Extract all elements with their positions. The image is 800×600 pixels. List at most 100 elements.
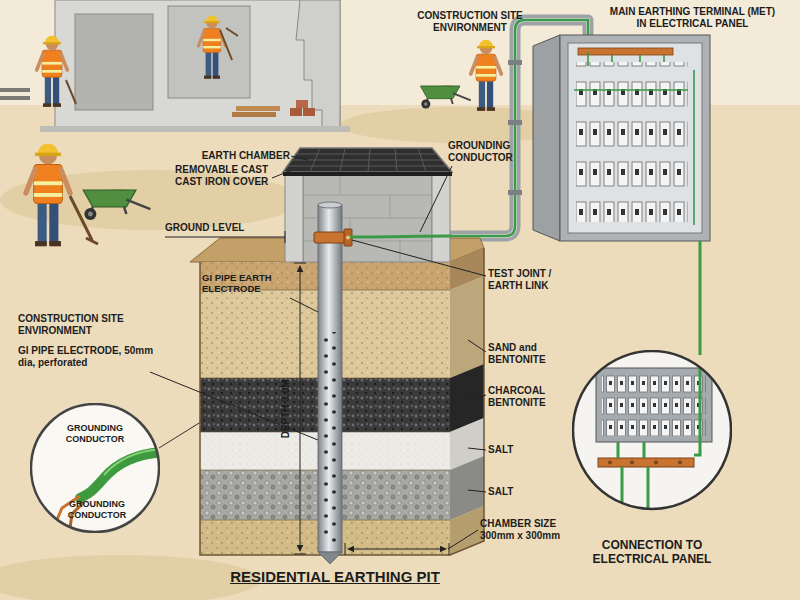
part-name: GROUNDING CONDUCTOR bbox=[448, 140, 543, 164]
site-workers-part bbox=[26, 144, 70, 247]
building bbox=[0, 0, 350, 132]
part-name: TEST JOINT / EARTH LINK bbox=[488, 268, 583, 292]
left-inset-art-part bbox=[159, 420, 204, 448]
site-workers-part bbox=[83, 189, 150, 220]
leader-lines-part bbox=[352, 240, 486, 276]
part-name: REMOVABLE CAST CAST IRON COVER bbox=[175, 164, 290, 188]
left-inset-art bbox=[30, 403, 204, 533]
building-part bbox=[303, 108, 315, 116]
dimension-lines-part bbox=[300, 266, 301, 551]
site-workers-part bbox=[37, 36, 68, 107]
cast-iron-cover-part bbox=[287, 148, 447, 172]
site-background-part bbox=[0, 555, 260, 600]
gi-pipe-electrode bbox=[318, 202, 342, 564]
inset-outline-circle bbox=[31, 404, 159, 532]
building-part bbox=[40, 126, 350, 132]
inset-label: GROUNDING CONDUCTOR bbox=[55, 423, 135, 444]
inset-circle: CONNECTION TO ELECTRICAL PANEL bbox=[572, 350, 732, 580]
leader-lines-part bbox=[468, 340, 486, 352]
part-name: EARTH CHAMBER bbox=[190, 150, 290, 162]
electrical-panel-part bbox=[574, 52, 694, 225]
site-note: CONSTRUCTION SITE ENVIRONMENT bbox=[405, 10, 535, 34]
leader-lines-part bbox=[290, 298, 318, 312]
building-part bbox=[236, 106, 280, 111]
layer-label: SAND and BENTONITE bbox=[488, 342, 573, 366]
building-part bbox=[290, 108, 302, 116]
dimension-label: DEPTH 3.0M bbox=[280, 374, 292, 444]
conduit-and-conductor-part bbox=[508, 190, 522, 195]
gi-pipe-electrode-part bbox=[320, 332, 340, 546]
terminal-label: MAIN EARTHING TERMINAL (MET) IN ELECTRIC… bbox=[605, 6, 780, 30]
earthing-pit-section-part bbox=[450, 276, 484, 378]
electrical-panel-part bbox=[560, 35, 710, 241]
earth-chamber-part bbox=[285, 172, 303, 262]
conduit-and-conductor-part bbox=[508, 60, 522, 65]
dimension-lines-part bbox=[348, 549, 446, 550]
building-part bbox=[232, 112, 276, 117]
inset-circle: GROUNDING CONDUCTOR GROUNDING CONDUCTOR bbox=[30, 403, 160, 533]
left-inset-art-part-part bbox=[104, 449, 170, 475]
left-inset-art-part bbox=[56, 449, 170, 528]
electrical-panel-part bbox=[568, 43, 702, 233]
building-part bbox=[168, 6, 250, 98]
right-inset-art-part-part bbox=[630, 461, 634, 465]
electrical-panel-part bbox=[576, 62, 688, 222]
site-workers bbox=[26, 16, 501, 247]
cast-iron-cover-part bbox=[283, 172, 452, 176]
right-inset-art-part bbox=[573, 351, 731, 509]
site-workers-part bbox=[220, 28, 238, 60]
right-inset-art-part-part bbox=[608, 461, 612, 465]
right-inset-art-part-part bbox=[678, 461, 682, 465]
cast-iron-cover-part bbox=[283, 148, 452, 172]
site-workers-part bbox=[66, 80, 76, 104]
leader-lines bbox=[150, 156, 486, 549]
building-part bbox=[75, 14, 153, 110]
earth-chamber-part bbox=[432, 172, 450, 262]
gi-pipe-electrode-part bbox=[318, 552, 342, 564]
right-inset-art bbox=[573, 350, 731, 520]
inset-label: GROUNDING CONDUCTOR bbox=[57, 499, 137, 520]
test-joint-part bbox=[350, 236, 452, 237]
part-name: GI PIPE ELECTRODE, 50mm dia, perforated bbox=[18, 345, 156, 369]
layer-label: SALT bbox=[488, 486, 548, 498]
test-joint-part bbox=[314, 232, 346, 243]
site-note: CONSTRUCTION SITE ENVIRONMENT bbox=[18, 313, 168, 337]
site-workers-part bbox=[420, 85, 470, 108]
right-inset-art-part-part bbox=[618, 350, 700, 520]
site-workers-part bbox=[471, 40, 502, 111]
dimension-label: CHAMBER SIZE 300mm x 300mm bbox=[480, 518, 580, 542]
leader-lines-part bbox=[468, 490, 486, 492]
electrical-panel bbox=[533, 35, 710, 355]
leader-lines-part bbox=[448, 530, 478, 549]
leader-lines-part bbox=[150, 372, 318, 440]
right-inset-art-part bbox=[596, 350, 712, 520]
building-part bbox=[0, 88, 30, 92]
inset-outline-circle bbox=[573, 351, 731, 509]
right-inset-art-part-part bbox=[602, 374, 706, 436]
part-name: GI PIPE EARTH ELECTRODE bbox=[202, 272, 294, 294]
level-label: GROUND LEVEL bbox=[165, 222, 265, 234]
layer-label: SALT bbox=[488, 444, 548, 456]
leader-lines-part bbox=[272, 170, 292, 178]
left-inset-art-part bbox=[30, 403, 160, 533]
electrical-panel-part bbox=[533, 35, 560, 241]
layer-label: CHARCOAL BENTONITE bbox=[488, 385, 573, 409]
test-joint-part bbox=[346, 236, 350, 240]
leader-lines-part bbox=[420, 166, 452, 232]
gi-pipe-electrode-part bbox=[318, 202, 342, 208]
test-joint bbox=[314, 229, 452, 246]
earth-chamber bbox=[285, 172, 450, 262]
building-part bbox=[296, 0, 340, 128]
gi-pipe-electrode-part bbox=[318, 205, 342, 552]
right-inset-art-part-part bbox=[654, 461, 658, 465]
dimension-lines bbox=[165, 231, 449, 555]
site-workers-part bbox=[198, 16, 225, 79]
leader-lines-part bbox=[468, 448, 486, 450]
diagram-title: RESIDENTIAL EARTHING PIT bbox=[205, 568, 465, 586]
leader-lines-part bbox=[468, 395, 486, 400]
electrical-panel-part bbox=[578, 48, 673, 55]
building-part bbox=[55, 0, 340, 128]
dimension-lines-part bbox=[294, 263, 306, 554]
